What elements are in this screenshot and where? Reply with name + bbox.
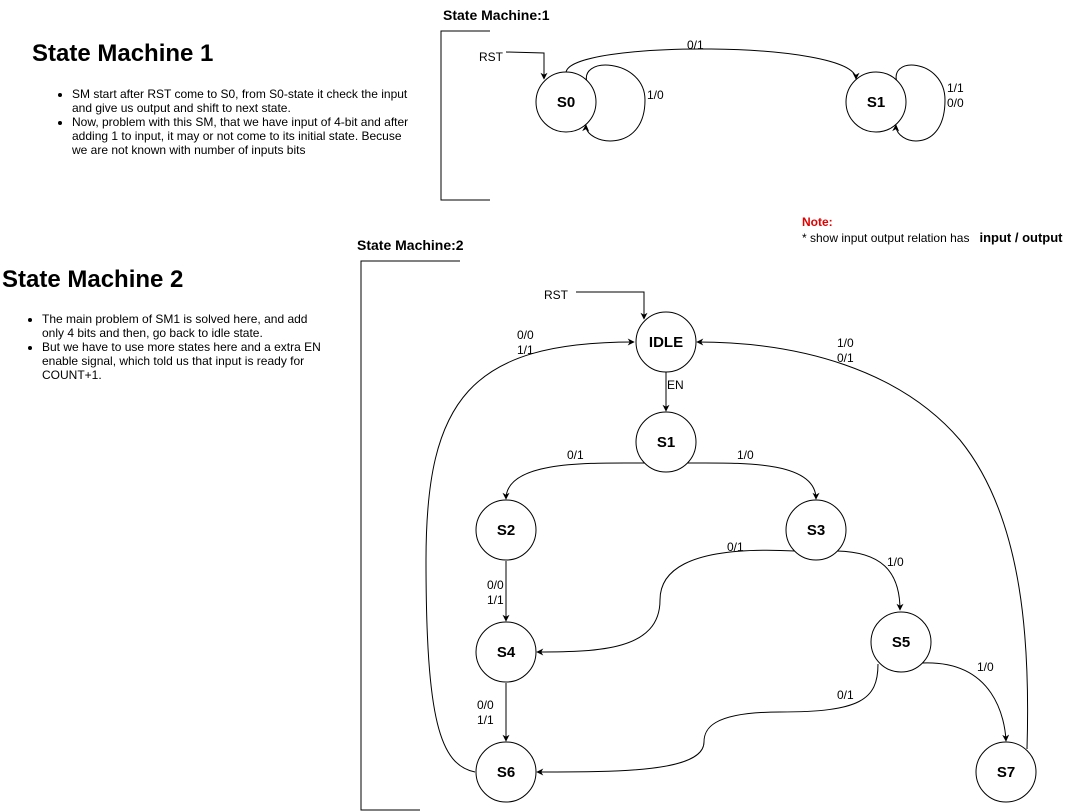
- sm1-state-s0: S0: [535, 71, 597, 133]
- sm2-edge-s5-s7: [921, 662, 1010, 742]
- sm1-edge-s0-s1: [565, 48, 860, 80]
- sm2-label-s6-idle: 1/1: [517, 343, 534, 357]
- sm2-edge-s6-idle: [425, 338, 635, 773]
- state-label: S3: [807, 522, 825, 539]
- sm2-edge-s1-s2: [502, 462, 646, 500]
- sm1-edge-s1-self: [892, 64, 946, 142]
- sm2-state-s1: S1: [635, 411, 697, 473]
- sm1-rst-arrow: [505, 51, 548, 80]
- sm1-bullet: SM start after RST come to S0, from S0-s…: [72, 87, 412, 115]
- sm2-state-s7: S7: [975, 741, 1037, 803]
- sm2-edge-s1-s3: [685, 462, 820, 500]
- sm1-description: SM start after RST come to S0, from S0-s…: [54, 87, 412, 157]
- sm2-edge-s3-s4: [536, 549, 796, 656]
- sm1-frame: [440, 30, 490, 201]
- state-label: S1: [657, 434, 675, 451]
- sm1-label-s1-self: 1/1: [947, 81, 964, 95]
- note-title: Note:: [802, 215, 833, 229]
- sm2-state-s2: S2: [475, 499, 537, 561]
- note-body: * show input output relation has: [802, 231, 970, 245]
- sm2-label-s2-s4: 0/0: [487, 578, 504, 592]
- sm1-frame-title: State Machine:1: [443, 7, 550, 23]
- sm2-label-s4-s6: 0/0: [477, 698, 494, 712]
- note-emphasis: input / output: [979, 230, 1063, 245]
- sm1-label-s0-s1: 0/1: [687, 38, 704, 52]
- state-label: S2: [497, 522, 515, 539]
- sm2-state-s3: S3: [785, 499, 847, 561]
- sm1-label-s1-self: 0/0: [947, 96, 964, 110]
- sm2-heading: State Machine 2: [2, 266, 184, 293]
- sm1-label-s0-self: 1/0: [647, 88, 664, 102]
- sm2-label-s6-idle: 0/0: [517, 328, 534, 342]
- state-label: S1: [867, 94, 885, 111]
- sm2-label-s2-s4: 1/1: [487, 593, 504, 607]
- sm2-label-idle-s1: EN: [667, 378, 684, 392]
- sm2-label-s7-idle: 0/1: [837, 351, 854, 365]
- sm1-bullet: Now, problem with this SM, that we have …: [72, 115, 412, 157]
- sm2-label-s5-s7: 1/0: [977, 660, 994, 674]
- sm2-frame-title: State Machine:2: [357, 237, 464, 253]
- sm2-description: The main problem of SM1 is solved here, …: [24, 312, 332, 382]
- sm2-bullet: The main problem of SM1 is solved here, …: [42, 312, 332, 340]
- state-label: S6: [497, 764, 515, 781]
- sm2-state-idle: IDLE: [635, 311, 697, 373]
- state-label: S4: [497, 644, 516, 661]
- sm2-label-s3-s5: 1/0: [887, 555, 904, 569]
- sm2-bullet: But we have to use more states here and …: [42, 340, 332, 382]
- sm2-frame: [360, 260, 460, 811]
- sm1-edge-s0-self: [582, 64, 646, 142]
- sm2-state-s4: S4: [475, 621, 537, 683]
- sm2-edge-s7-idle: [696, 338, 1029, 750]
- sm2-edge-s3-s5: [836, 550, 904, 611]
- sm2-rst-label: RST: [544, 288, 569, 302]
- sm2-label-s4-s6: 1/1: [477, 713, 494, 727]
- sm2-state-s6: S6: [475, 741, 537, 803]
- sm2-edge-s5-s6: [536, 663, 879, 776]
- state-label: S5: [892, 634, 910, 651]
- sm2-label-s1-s2: 0/1: [567, 448, 584, 462]
- sm1-state-s1: S1: [845, 71, 907, 133]
- sm2-label-s7-idle: 1/0: [837, 336, 854, 350]
- sm1-heading: State Machine 1: [32, 40, 214, 67]
- state-label: IDLE: [649, 334, 683, 351]
- sm2-rst-arrow: [576, 291, 648, 320]
- sm2-label-s3-s4: 0/1: [727, 540, 744, 554]
- sm2-state-s5: S5: [870, 611, 932, 673]
- state-label: S7: [997, 764, 1015, 781]
- sm2-label-s1-s3: 1/0: [737, 448, 754, 462]
- sm2-label-s5-s6: 0/1: [837, 688, 854, 702]
- state-label: S0: [557, 94, 575, 111]
- note-text: * show input output relation has input /…: [802, 230, 1063, 245]
- sm1-rst-label: RST: [479, 50, 504, 64]
